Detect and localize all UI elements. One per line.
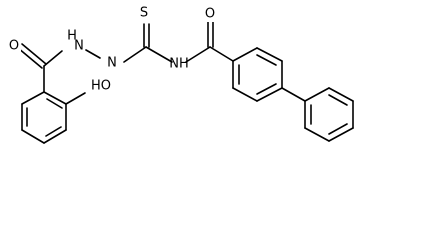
bond-n-cs [123,46,147,63]
atom-h-n-left: H [67,29,77,44]
bond-c-ring-right [209,46,234,62]
ring-right-2 [304,127,330,142]
molecule-canvas: O S O H N N NH HO [7,5,354,144]
bond-c-nh-left [43,50,63,67]
structure-diagram: O S O H N N NH HO [7,5,354,144]
atom-n-mid: N [107,56,117,71]
atom-n-left: N [74,39,84,54]
bonds-linker [85,23,211,63]
ring-mid-2 [256,47,283,62]
ring-right-d3 [328,94,348,106]
ring-mid-d2 [256,83,277,95]
ring-left-6 [21,91,45,105]
atom-labels: O S O H N N NH HO [7,5,217,94]
bond-co-left-b [21,43,47,65]
bond-c-oh [65,92,86,105]
ring-mid-d1 [256,54,277,66]
ring-right-6 [304,87,330,102]
bond-n-n [85,49,101,59]
ring-left-3 [43,129,67,144]
bonds-salicyl [17,43,86,144]
ring-right-3 [328,127,354,142]
bond-cs-nh [145,46,173,63]
ring-right-5 [328,87,354,102]
ring-right-d2 [328,123,348,135]
ring-left-d2 [45,126,62,137]
ring-left-4 [21,129,45,144]
bond-co-left-a [17,47,43,69]
atom-nh-right: NH [169,57,189,72]
ring-mid-1 [232,47,258,62]
ring-left-1 [43,91,67,105]
bond-nh-c [185,46,211,63]
ring-mid-5 [232,87,258,102]
ring-mid-4 [256,87,283,102]
atom-oh: HO [91,79,111,94]
ring-left-d1 [46,98,63,109]
atom-s: S [140,6,148,21]
atom-o-left: O [9,39,19,54]
atom-o-right: O [205,7,215,22]
bonds-biphenyl [207,21,354,142]
bond-biaryl [281,87,306,102]
